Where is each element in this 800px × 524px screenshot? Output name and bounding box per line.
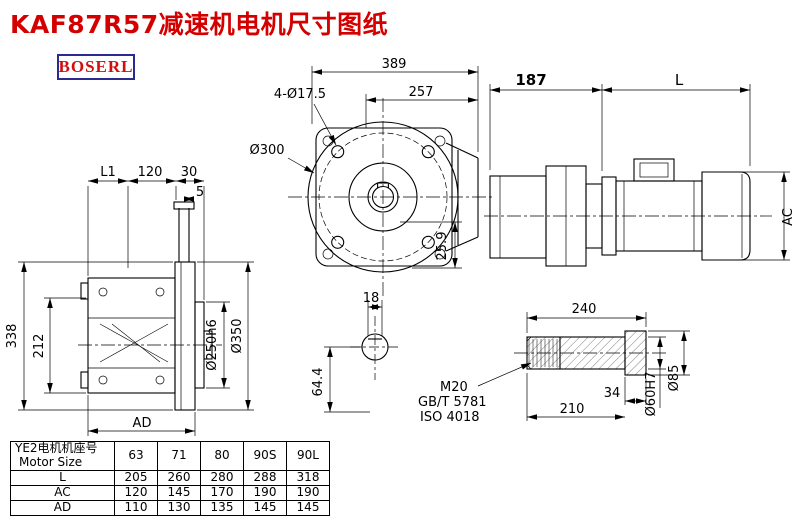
motor-size-table: YE2电机机座号 Motor Size 63 71 80 90S 90L L 2… — [10, 441, 330, 516]
dim-l1: L1 — [100, 165, 116, 180]
dim-height-338: 338 — [5, 324, 20, 349]
dim-flange-od: Ø350 — [230, 318, 245, 353]
table-cell: 318 — [286, 469, 330, 486]
table-col-71: 71 — [157, 441, 201, 471]
dim-flange-dia: Ø300 — [249, 143, 284, 158]
table-cell: 205 — [114, 469, 158, 486]
dim-foot-30: 30 — [181, 165, 198, 180]
thread-callout: M20 — [440, 380, 468, 395]
dim-shaft-drop: 64.4 — [311, 368, 326, 397]
shaft-detail-dim-lines — [477, 312, 690, 421]
table-cell: 130 — [157, 499, 201, 516]
dim-front-inner: 257 — [409, 85, 434, 100]
table-col-63: 63 — [114, 441, 158, 471]
dim-shaft-body: 210 — [560, 402, 585, 417]
table-header-cn: YE2电机机座号 — [15, 441, 98, 455]
dim-plate-5: 5 — [196, 185, 204, 200]
standard-iso-callout: ISO 4018 — [420, 410, 480, 425]
front-view — [288, 98, 494, 296]
table-cell: 145 — [286, 499, 330, 516]
dim-shaft-end: 34 — [604, 386, 621, 401]
dim-key-width: 18 — [363, 291, 380, 306]
gearbox-dim-lines — [18, 178, 254, 436]
dim-height-212: 212 — [32, 334, 47, 359]
table-cell: 190 — [286, 484, 330, 501]
table-cell: 288 — [243, 469, 287, 486]
technical-drawing: 389 257 4-Ø17.5 Ø300 25.9 18 64.4 — [5, 57, 796, 436]
dim-adapter-length: 187 — [515, 71, 546, 89]
shaft-detail-view — [514, 330, 668, 376]
table-col-80: 80 — [200, 441, 244, 471]
table-cell: 145 — [243, 499, 287, 516]
motor-dim-lines — [489, 84, 790, 261]
table-cell: 260 — [157, 469, 201, 486]
dim-motor-diameter: AC — [781, 208, 796, 226]
dim-hub-dia: Ø85 — [667, 365, 682, 392]
shaft-end-dim-lines — [324, 300, 383, 413]
front-view-dim-lines — [287, 66, 479, 269]
shaft-end-view — [350, 316, 400, 380]
motor-side-view — [484, 158, 772, 267]
standard-gb-callout: GB/T 5781 — [418, 395, 487, 410]
dim-spigot-dia: Ø250h6 — [205, 319, 220, 371]
dim-bolt-holes: 4-Ø17.5 — [274, 87, 326, 102]
row-label: AD — [10, 499, 115, 516]
table-row-l: L 205 260 280 288 318 — [10, 469, 330, 486]
gearbox-side-view — [78, 201, 222, 411]
table-cell: 190 — [243, 484, 287, 501]
table-cell: 145 — [157, 484, 201, 501]
dim-foot-120: 120 — [138, 165, 163, 180]
table-header-motor-size: YE2电机机座号 Motor Size — [10, 441, 115, 471]
dim-bore-dia: Ø60H7 — [644, 372, 659, 417]
table-cell: 120 — [114, 484, 158, 501]
dim-key-offset: 25.9 — [435, 232, 450, 261]
row-label: L — [10, 469, 115, 486]
table-cell: 110 — [114, 499, 158, 516]
dim-motor-length: L — [675, 71, 684, 89]
table-row-ac: AC 120 145 170 190 190 — [10, 484, 330, 501]
table-cell: 280 — [200, 469, 244, 486]
table-col-90l: 90L — [286, 441, 330, 471]
table-col-90s: 90S — [243, 441, 287, 471]
dim-shaft-total: 240 — [572, 302, 597, 317]
table-row-ad: AD 110 130 135 145 145 — [10, 499, 330, 516]
table-header-row: YE2电机机座号 Motor Size 63 71 80 90S 90L — [10, 441, 330, 471]
table-cell: 135 — [200, 499, 244, 516]
page-title: KAF87R57减速机电机尺寸图纸 — [10, 10, 389, 39]
dim-front-width: 389 — [382, 57, 407, 72]
brand-logo: BOSERL — [57, 54, 135, 80]
row-label: AC — [10, 484, 115, 501]
dim-ad: AD — [133, 416, 152, 431]
table-cell: 170 — [200, 484, 244, 501]
table-header-en: Motor Size — [19, 454, 83, 469]
